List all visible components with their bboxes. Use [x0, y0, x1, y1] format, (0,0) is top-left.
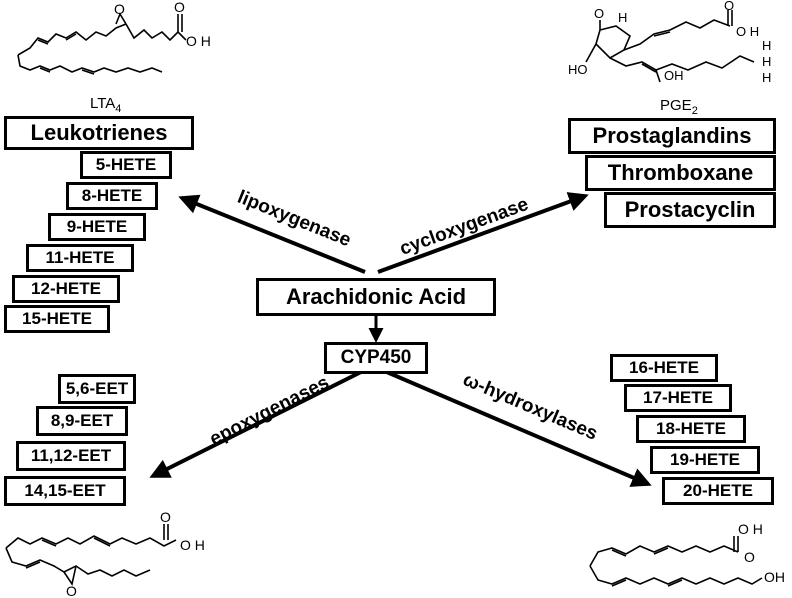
pge2-h-right-2: H [762, 54, 771, 69]
eet-acid-oh: O H [180, 537, 205, 553]
hete20-terminal-oh: OH [764, 569, 785, 585]
epoxygenase-arrow [149, 368, 366, 478]
hete-11-box: 11-HETE [26, 244, 134, 272]
eet-11-12-box: 11,12-EET [16, 441, 126, 471]
pge2-ketone-o: O [594, 6, 604, 21]
pge2-acid-oh: O H [736, 24, 759, 39]
eet-14-15-box: 14,15-EET [4, 476, 126, 506]
hete-18-box: 18-HETE [636, 415, 746, 443]
cycloxygenase-label: cycloxygenase [397, 194, 531, 260]
lta4-epoxide-o: O [114, 1, 125, 17]
arachidonic-acid-box: Arachidonic Acid [256, 278, 496, 316]
epoxygenases-label: epoxygenases [206, 372, 332, 450]
lta4-acid-o: O [174, 0, 185, 15]
prostaglandins-box: Prostaglandins [568, 118, 776, 154]
cyp450-box: CYP450 [324, 342, 428, 374]
pge2-h-top: H [618, 10, 627, 25]
lta4-acid-oh: O H [186, 33, 211, 49]
lipoxygenase-arrow [178, 194, 366, 274]
prostacyclin-box: Prostacyclin [604, 192, 776, 228]
eet-5-6-box: 5,6-EET [58, 374, 136, 404]
hete-9-box: 9-HETE [48, 213, 146, 241]
hete-5-box: 5-HETE [80, 151, 172, 179]
hete-19-box: 19-HETE [650, 446, 760, 474]
pge2-oh: OH [664, 68, 684, 83]
pge2-ho: HO [568, 62, 588, 77]
thromboxane-box: Thromboxane [585, 155, 776, 191]
lta4-structure [17, 12, 187, 75]
hete-8-box: 8-HETE [66, 182, 158, 210]
omega-hydroxylase-arrow [381, 368, 652, 487]
eet-structure [5, 524, 177, 587]
hete-20-box: 20-HETE [662, 477, 774, 505]
cycloxygenase-arrow [377, 192, 589, 274]
pge2-h-right-1: H [762, 38, 771, 53]
eet-acid-o: O [160, 509, 171, 525]
hete-16-box: 16-HETE [610, 354, 718, 382]
eet-epoxide-o: O [66, 583, 77, 598]
pge2-h-right-3: H [762, 70, 771, 85]
pge2-label: PGE2 [660, 97, 698, 117]
hete-15-box: 15-HETE [4, 305, 110, 333]
hete20-acid-oh: O H [738, 521, 763, 537]
pge2-structure [585, 10, 755, 83]
hete20-acid-o: O [744, 549, 755, 565]
hete-12-box: 12-HETE [12, 275, 120, 303]
leukotrienes-box: Leukotrienes [4, 116, 194, 150]
eet-8-9-box: 8,9-EET [36, 406, 128, 436]
hete20-structure [589, 536, 763, 587]
hete-17-box: 17-HETE [624, 384, 732, 412]
pge2-acid-o: O [724, 0, 734, 13]
lta4-label: LTA4 [90, 95, 121, 115]
pathway-arrows [149, 192, 652, 487]
